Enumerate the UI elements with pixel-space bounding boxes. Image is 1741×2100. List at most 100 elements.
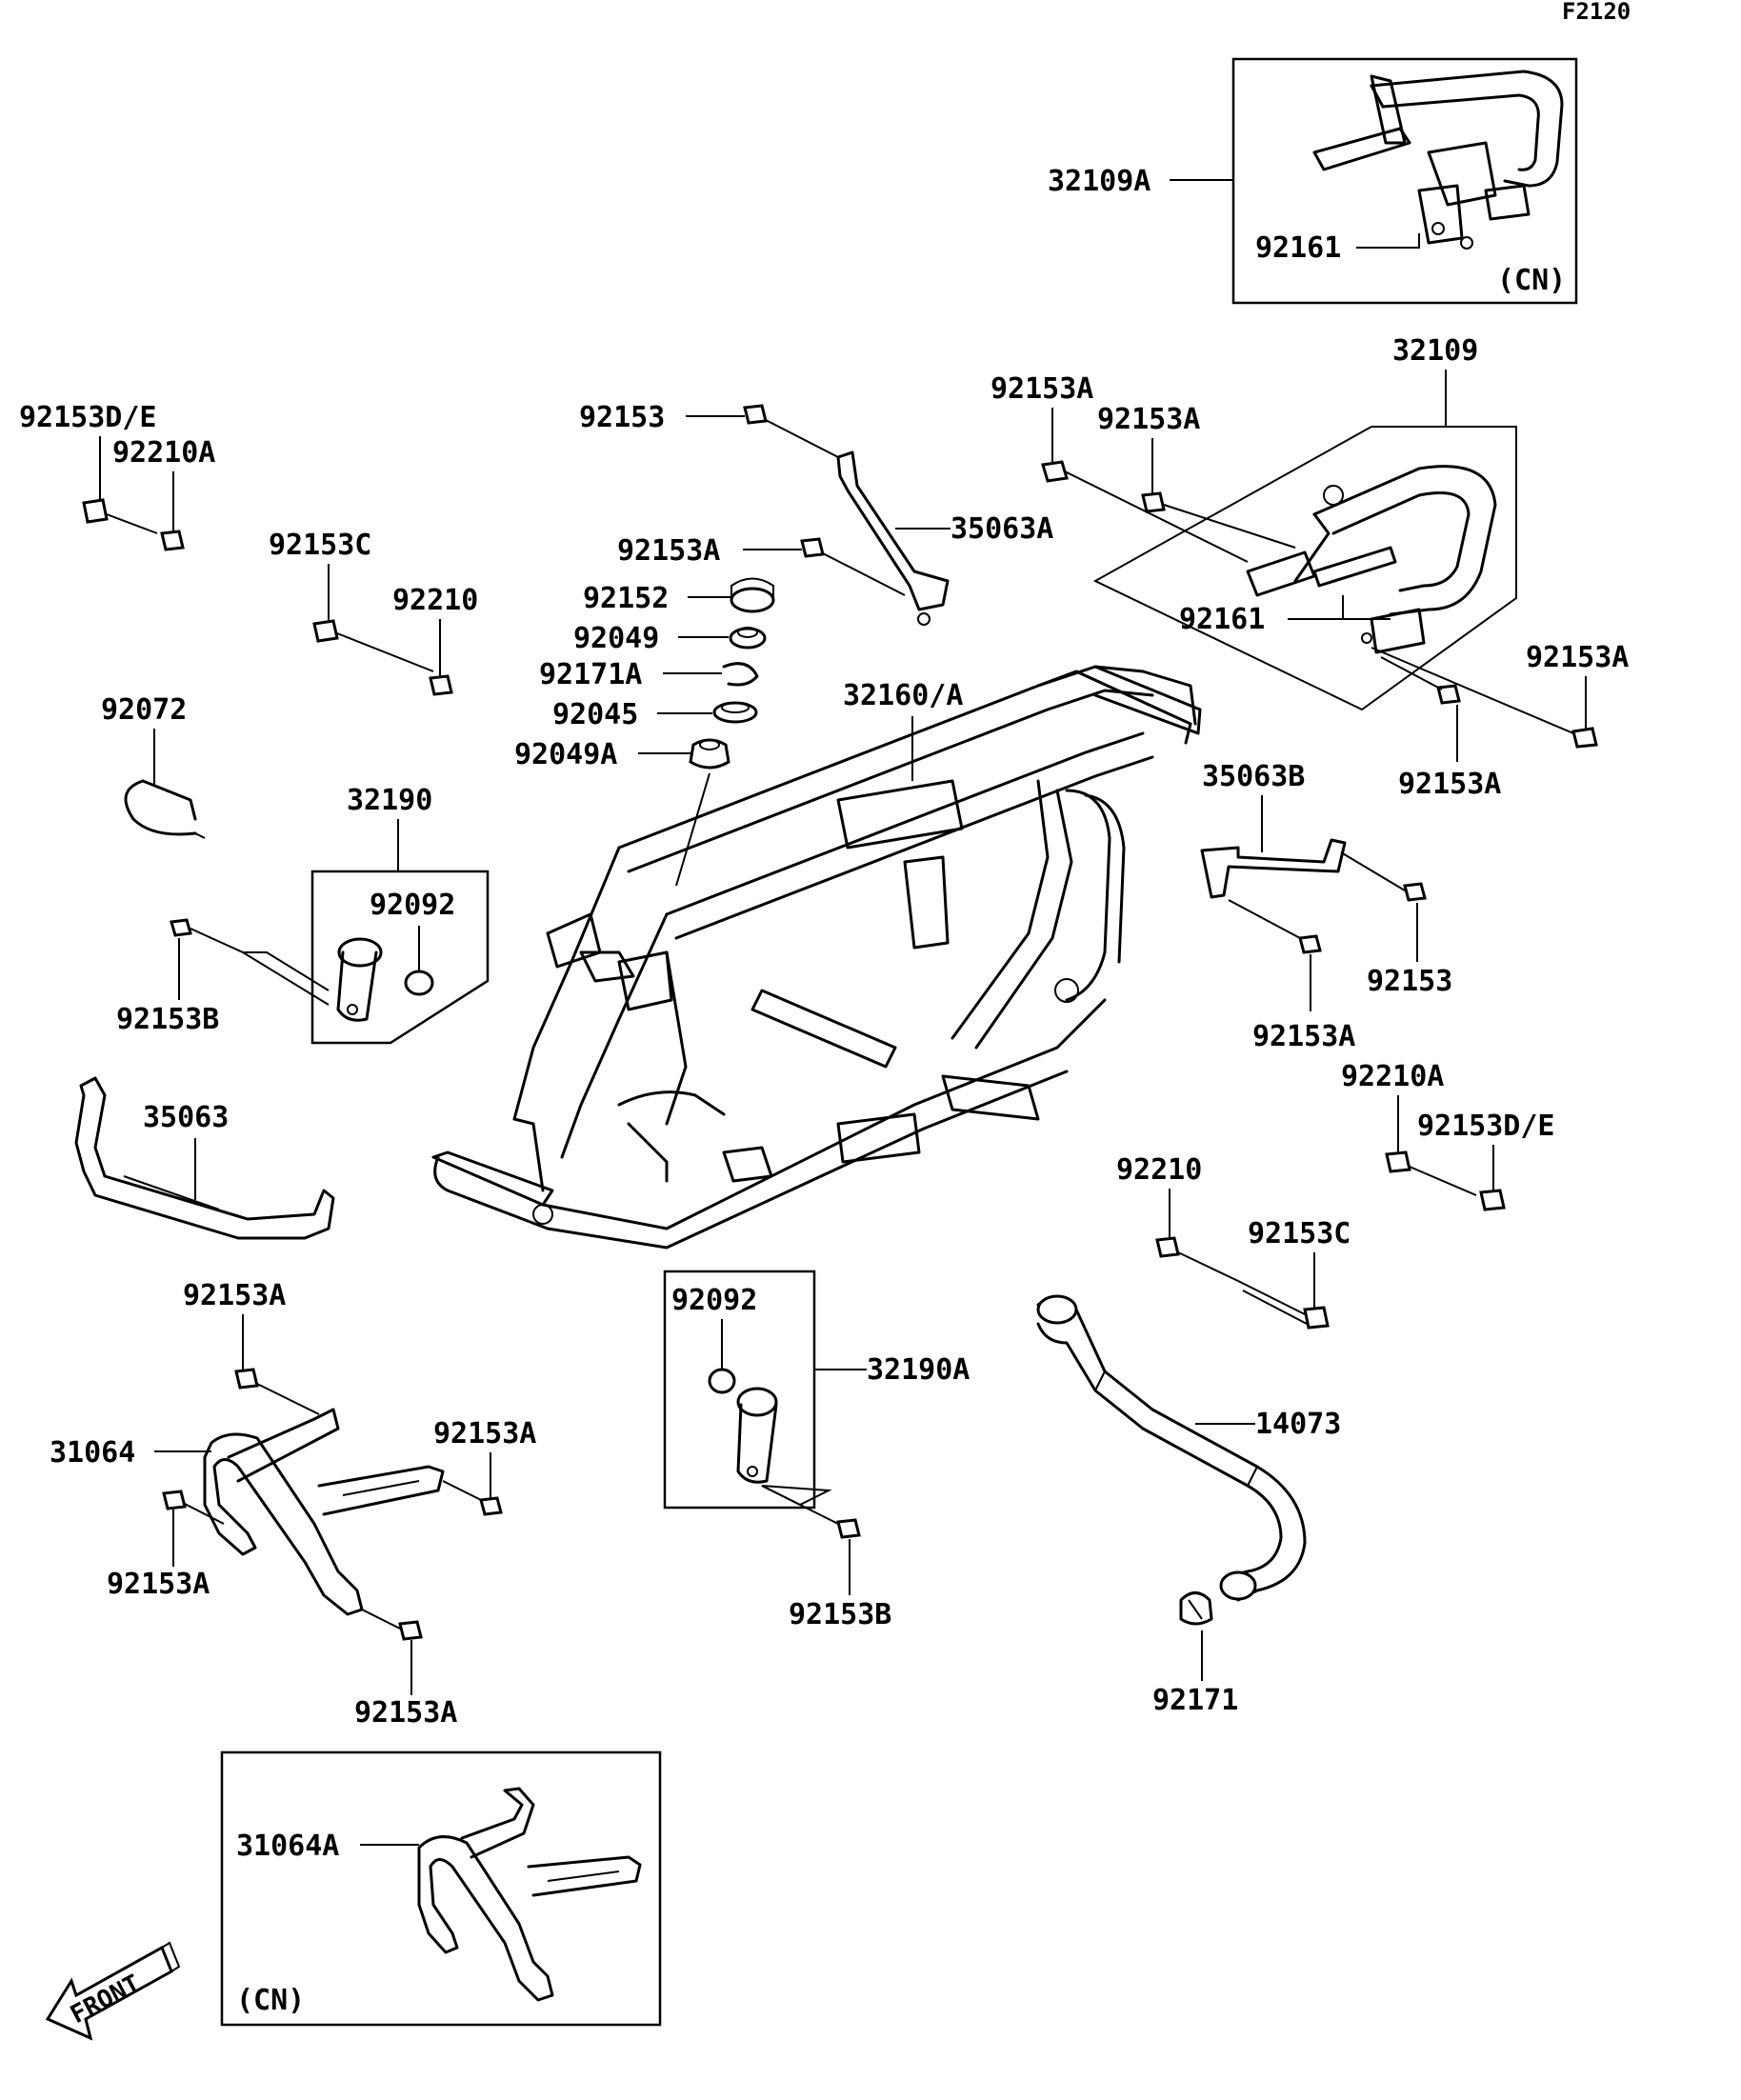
rear-carrier-cn-part — [1312, 70, 1564, 250]
inset-frame-32190A — [663, 1270, 816, 1510]
bolt-92153A-r1 — [1041, 460, 1249, 563]
rear-rack-part — [1246, 465, 1497, 654]
bolt-92153C-l — [312, 619, 453, 696]
clamp-92171A — [722, 662, 759, 687]
label-92153B-l: 92153B — [116, 1003, 219, 1036]
label-92161-cn: 92161 — [1255, 231, 1341, 265]
label-92153DE-r: 92153D/E — [1417, 1110, 1555, 1143]
rear-rack-cn-inset: 32109A 92161 (CN) — [1048, 57, 1578, 305]
cn-tag-top: (CN) — [1497, 264, 1566, 297]
front-arrow-icon: FRONT — [45, 1941, 181, 2041]
cn-inset-frame-bottom — [220, 1750, 662, 2027]
label-92153-r: 92153 — [1367, 965, 1452, 998]
main-frame-part — [431, 665, 1202, 1250]
bolt-92153A-r3 — [1371, 647, 1598, 749]
bolt-92153A-bl3 — [162, 1490, 225, 1525]
pipe-14073-part — [1036, 1294, 1307, 1602]
mount-32190-part — [336, 937, 434, 1022]
label-92045: 92045 — [552, 698, 638, 731]
label-92153A-bl2: 92153A — [433, 1417, 536, 1450]
bracket-31064-group: 92153A 31064 92153A 92153A — [50, 1279, 536, 1730]
bracket-35063A-part — [836, 450, 950, 626]
bolt-92153A-mid — [800, 537, 906, 596]
label-92171A: 92171A — [539, 658, 642, 691]
label-92210A-l: 92210A — [112, 436, 215, 470]
left-top-fasteners: 92153D/E 92210A 92153C 92210 92072 — [19, 401, 478, 839]
label-35063: 35063 — [143, 1101, 229, 1134]
label-92092-c: 92092 — [671, 1284, 757, 1317]
bolt-92153A-r2 — [1141, 491, 1296, 549]
label-35063B: 35063B — [1202, 760, 1305, 793]
bracket-31064A-part — [417, 1787, 642, 2002]
label-92153A-bl1: 92153A — [183, 1279, 286, 1312]
label-92153A-bl3: 92153A — [107, 1568, 210, 1601]
label-92153B-c: 92153B — [789, 1598, 891, 1631]
grommet-92049 — [729, 627, 767, 650]
mount-32190A-group: 92092 32190A 92153B — [663, 1270, 970, 1631]
right-mid-fasteners: 92210A 92153D/E 92210 92153C — [1116, 1060, 1555, 1330]
bracket-35063B-group: 35063B 92153 92153A — [1200, 760, 1452, 1053]
bracket-35063B-part — [1200, 838, 1347, 899]
label-92210-l: 92210 — [392, 584, 478, 617]
label-92153-top: 92153 — [579, 401, 665, 434]
mount-32190A-part — [708, 1368, 778, 1484]
bolt-92153A-r5 — [1228, 899, 1322, 954]
clamp-92171 — [1179, 1591, 1213, 1626]
label-92049: 92049 — [573, 622, 659, 655]
label-92092-l: 92092 — [370, 889, 455, 922]
band-92072 — [124, 779, 206, 839]
label-14073: 14073 — [1255, 1408, 1341, 1441]
label-92161: 92161 — [1179, 603, 1265, 636]
label-92152: 92152 — [583, 582, 669, 615]
bracket-31064-part — [203, 1408, 445, 1616]
label-92153C-r: 92153C — [1248, 1217, 1351, 1250]
label-32190A: 32190A — [867, 1353, 970, 1387]
mount-32190-group: 32190 92092 92153B — [116, 784, 490, 1045]
front-bar-35063-group: 35063 — [74, 1076, 335, 1240]
label-92153A-r4: 92153A — [1398, 768, 1501, 801]
label-92153DE-l: 92153D/E — [19, 401, 157, 434]
label-92210A-r: 92210A — [1341, 1060, 1444, 1093]
label-31064A: 31064A — [236, 1830, 339, 1863]
bolt-92153B-l — [170, 918, 244, 953]
bolt-92153A-bl2 — [442, 1480, 503, 1516]
bolt-92153B-c — [836, 1518, 861, 1539]
front-bar-35063-part — [74, 1076, 335, 1240]
bolt-92153DE-r — [1385, 1150, 1506, 1211]
collar-92152 — [730, 577, 775, 613]
label-31064: 31064 — [50, 1436, 135, 1470]
label-32109: 32109 — [1392, 334, 1478, 368]
bolt-92153DE-l — [82, 498, 185, 551]
cn-tag-bottom: (CN) — [236, 1984, 305, 2017]
figure-code: F2120 — [1562, 0, 1631, 25]
label-92153A-bl4: 92153A — [354, 1696, 457, 1730]
bolt-92153-r — [1340, 851, 1427, 902]
bracket-cn-inset: 31064A (CN) — [220, 1750, 662, 2027]
rear-rack-group: 32109 92153A 92153A 92161 92153A — [991, 334, 1629, 801]
inset-frame-32190 — [310, 870, 490, 1045]
label-92072: 92072 — [101, 693, 187, 727]
bolt-92153A-bl4 — [361, 1609, 423, 1641]
bolt-92153-top — [743, 404, 839, 458]
main-frame-group: 32160/A — [431, 665, 1202, 1250]
label-92153A-mid: 92153A — [617, 534, 720, 568]
label-92210-r: 92210 — [1116, 1153, 1202, 1187]
upper-bracket-group: 92153 35063A 92153A 92152 92049 — [514, 401, 1053, 887]
cushion-92045 — [712, 701, 758, 724]
label-92171: 92171 — [1152, 1684, 1238, 1717]
label-35063A: 35063A — [951, 512, 1053, 546]
label-92153A-r3: 92153A — [1526, 641, 1629, 674]
label-92153A-r1: 92153A — [991, 372, 1093, 406]
label-32109A: 32109A — [1048, 165, 1151, 198]
label-32190: 32190 — [347, 784, 432, 817]
bolt-92153A-r4 — [1380, 656, 1461, 705]
label-92153A-r2: 92153A — [1097, 403, 1200, 436]
label-92153A-r5: 92153A — [1252, 1020, 1355, 1053]
grommet-92049A — [689, 738, 730, 770]
bolt-92153A-bl1 — [234, 1368, 320, 1415]
pipe-14073-group: 14073 92171 — [1036, 1294, 1341, 1717]
label-92153C-l: 92153C — [269, 529, 371, 562]
bolt-92153C-r — [1155, 1236, 1330, 1330]
label-32160A: 32160/A — [843, 679, 963, 712]
